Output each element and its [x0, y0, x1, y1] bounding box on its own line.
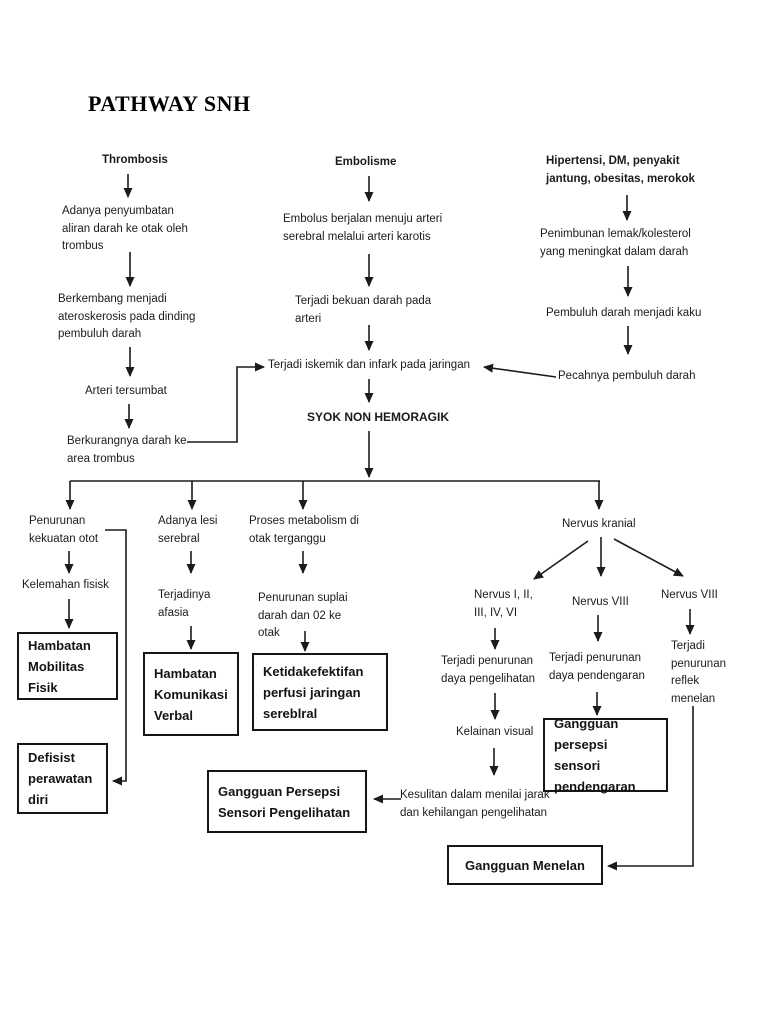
node-kesulitan-menilai: Kesulitan dalam menilai jarak dan kehila… — [400, 789, 550, 819]
node-title: PATHWAY SNH — [88, 91, 251, 116]
node-penurunan-kekuatan: Penurunan kekuatan otot — [29, 515, 99, 545]
node-kelemahan-fisisk: Kelemahan fisisk — [22, 579, 109, 591]
node-penurunan-reflek: Terjadi penurunan reflek menelan — [671, 640, 726, 705]
node-arteri-tersumbat: Arteri tersumbat — [85, 385, 167, 397]
node-adanya-penyumbatan: Adanya penyumbatan aliran darah ke otak … — [62, 205, 188, 252]
edge-kranial-right — [613, 538, 684, 577]
node-nervus-viii-tengah: Nervus VIII — [572, 596, 629, 608]
node-embolus-berjalan: Embolus berjalan menuju arteri serebral … — [283, 213, 443, 243]
node-nervus-viii-kanan: Nervus VIII — [661, 589, 718, 601]
node-nervus-kranial: Nervus kranial — [562, 518, 636, 530]
box-gangguan-pendengaran: Gangguan persepsi sensori pendengaran — [543, 716, 668, 794]
node-adanya-lesi: Adanya lesi serebral — [158, 515, 218, 545]
node-pecahnya-pembuluh: Pecahnya pembuluh darah — [558, 370, 696, 382]
node-nervus-1-6: Nervus I, II, III, IV, VI — [474, 589, 533, 619]
node-embolisme: Embolisme — [335, 156, 397, 168]
box-gangguan-menelan: Gangguan Menelan — [447, 845, 603, 885]
edge-kekuatan-to-defisist — [105, 529, 127, 786]
node-thrombosis: Thrombosis — [102, 154, 168, 166]
edge-reflek-to-menelan — [607, 706, 694, 871]
node-terjadi-bekuan: Terjadi bekuan darah pada arteri — [295, 295, 432, 325]
node-penurunan-suplai: Penurunan suplai darah dan 02 ke otak — [258, 592, 348, 639]
node-pembuluh-kaku: Pembuluh darah menjadi kaku — [546, 307, 702, 319]
box-hambatan-mobilitas: Hambatan Mobilitas Fisik — [17, 632, 118, 700]
box-defisist-perawatan: Defisist perawatan diri — [17, 743, 108, 814]
node-hipertensi-dm: Hipertensi, DM, penyakit jantung, obesit… — [546, 155, 695, 185]
node-syok-non-hemoragik: SYOK NON HEMORAGIK — [307, 410, 450, 424]
node-terjadi-iskemik: Terjadi iskemik dan infark pada jaringan — [268, 359, 470, 371]
edge-kranial-left — [533, 540, 589, 580]
edge-pecahnya-to-iskemik — [483, 363, 557, 378]
box-hambatan-komunikasi: Hambatan Komunikasi Verbal — [143, 652, 239, 736]
node-berkembang-ateroskerosis: Berkembang menjadi ateroskerosis pada di… — [58, 293, 196, 340]
node-penurunan-pengelihatan: Terjadi penurunan daya pengelihatan — [441, 655, 535, 685]
node-terjadinya-afasia: Terjadinya afasia — [158, 589, 211, 619]
node-proses-metabolism: Proses metabolism di otak terganggu — [249, 515, 359, 545]
box-gangguan-pengelihatan: Gangguan Persepsi Sensori Pengelihatan — [207, 770, 367, 833]
node-penurunan-pendengaran: Terjadi penurunan daya pendengaran — [549, 652, 645, 682]
edge-berkurang-to-iskemik — [187, 362, 265, 443]
node-kelainan-visual: Kelainan visual — [456, 726, 534, 738]
box-ketidakefektifan-perfusi: Ketidakefektifan perfusi jaringan serebl… — [252, 653, 388, 731]
node-berkurangnya-darah: Berkurangnya darah ke area trombus — [67, 435, 187, 465]
node-penimbunan-lemak: Penimbunan lemak/kolesterol yang meningk… — [540, 228, 691, 258]
